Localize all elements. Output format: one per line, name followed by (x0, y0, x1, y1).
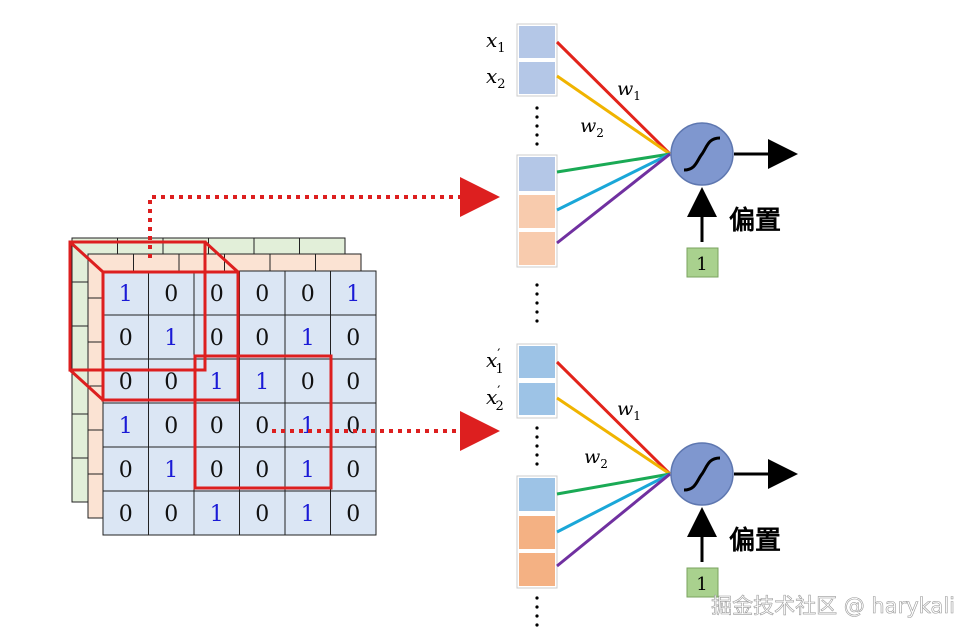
grid-cell-value: 0 (346, 502, 360, 527)
grid-cell-value: 0 (210, 282, 224, 307)
input-vector-top (516, 23, 558, 268)
weight-line-cyan (556, 152, 671, 212)
grid-cell-value: 0 (119, 458, 133, 483)
grid-cell-value: 0 (301, 282, 315, 307)
grid-cell-value: 0 (210, 458, 224, 483)
grid-cell-value: 1 (164, 458, 178, 483)
grid-cell-value: 0 (164, 370, 178, 395)
grid-cell-value: 0 (301, 370, 315, 395)
bias-box (686, 247, 719, 278)
grid-cell-value: 0 (255, 414, 269, 439)
grid-cell-value: 0 (164, 414, 178, 439)
weight-line-purple (556, 472, 671, 568)
neuron-top: x1 x2 w1 w2 1 偏置 (486, 23, 798, 278)
grid-cell-value: 1 (301, 414, 315, 439)
weight-line-yellow (556, 74, 671, 156)
feature-map-stack: 1 0 0 0 0 1 0 1 0 0 1 0 0 0 1 1 0 0 1 0 0 0 1 0 0 1 0 0 1 0 0 0 1 0 1 0 (71, 237, 377, 536)
grid-cell-value: 0 (119, 502, 133, 527)
ellipsis-dots-middle (535, 283, 539, 323)
x1-prime-label: x′1 (486, 347, 504, 377)
sigmoid-icon (683, 136, 721, 172)
grid-cell-value: 1 (346, 282, 360, 307)
x2-label: x2 (486, 64, 506, 92)
w2-label: w2 (580, 115, 604, 140)
w1-label: w1 (617, 398, 641, 423)
receptive-field-top (68, 240, 240, 402)
grid-cell-value: 1 (119, 282, 133, 307)
activation-node (670, 122, 734, 186)
weight-line-purple (556, 152, 671, 245)
weight-line-red (555, 360, 672, 476)
grid-cell-value: 1 (119, 414, 133, 439)
input-cell (519, 195, 555, 228)
bias-box (686, 567, 719, 598)
input-cell (519, 478, 555, 511)
activation-node (670, 442, 734, 506)
weight-line-red (555, 40, 672, 156)
weight-line-green (556, 472, 671, 496)
input-cell-x1-prime (519, 346, 555, 378)
grid-cell-value: 0 (346, 326, 360, 351)
x1-label: x1 (486, 28, 506, 56)
grid-cell-value: 0 (119, 326, 133, 351)
grid-cell-value: 0 (210, 414, 224, 439)
grid-cell-value: 0 (255, 502, 269, 527)
grid-cell-value: 0 (164, 282, 178, 307)
input-cell (519, 232, 555, 265)
weight-line-yellow (556, 396, 671, 476)
grid-cell-value: 1 (255, 370, 269, 395)
w1-label: w1 (617, 78, 641, 103)
input-cell (519, 516, 555, 549)
receptive-field-bottom (193, 354, 333, 490)
ellipsis-dots (535, 426, 539, 466)
input-vector-bottom (516, 343, 558, 627)
bias-label: 偏置 (729, 205, 781, 236)
grid-cell-value: 0 (346, 458, 360, 483)
grid-cell-value: 0 (346, 370, 360, 395)
bias-value: 1 (696, 254, 707, 275)
x2-prime-label: x′2 (486, 384, 504, 414)
input-cell (519, 553, 555, 586)
grid-cell-value: 1 (210, 370, 224, 395)
grid-cell-value: 1 (164, 326, 178, 351)
sigmoid-icon (683, 456, 721, 492)
w2-label: w2 (584, 446, 608, 471)
weight-line-cyan (556, 472, 671, 534)
bias-value: 1 (696, 574, 707, 595)
grid-cell-value: 0 (210, 326, 224, 351)
grid-cell-value: 0 (164, 502, 178, 527)
grid-cell-value: 0 (255, 282, 269, 307)
grid-cell-value: 1 (301, 502, 315, 527)
weight-line-green (556, 152, 671, 174)
bias-label: 偏置 (729, 525, 781, 556)
ellipsis-dots (535, 106, 539, 146)
input-cell (519, 157, 555, 191)
grid-cell-value: 0 (119, 370, 133, 395)
watermark: 掘金技术社区 @ harykali (711, 594, 955, 618)
input-cell-x2-prime (519, 383, 555, 415)
grid-cell-value: 1 (301, 458, 315, 483)
grid-cell-value: 1 (210, 502, 224, 527)
grid-cell-value: 0 (346, 414, 360, 439)
ellipsis-dots (535, 596, 539, 627)
input-cell-x1 (519, 26, 555, 58)
grid-cell-value: 0 (255, 326, 269, 351)
dotted-arrow-top (148, 177, 500, 258)
neuron-bottom: x′1 x′2 w1 w2 1 偏置 (486, 343, 798, 627)
grid-cell-value: 1 (301, 326, 315, 351)
grid-cell-value: 0 (255, 458, 269, 483)
input-cell-x2 (519, 62, 555, 94)
